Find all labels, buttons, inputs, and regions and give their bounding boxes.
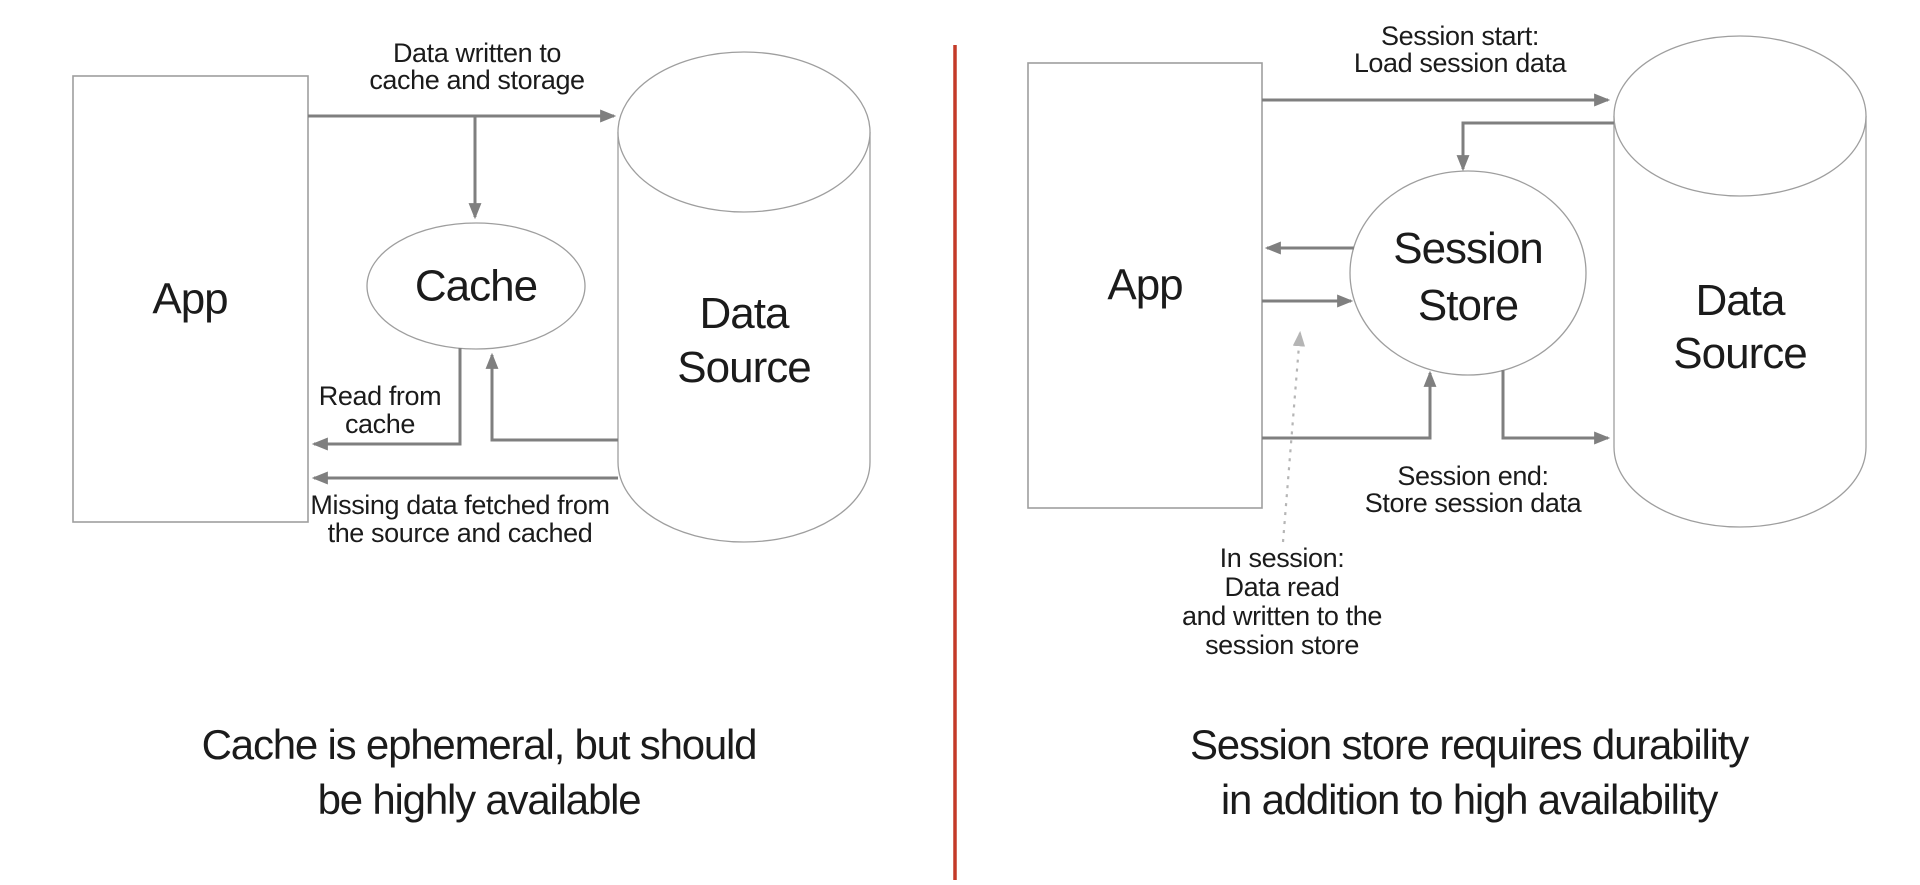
datasource-cylinder-left-top	[617, 51, 871, 213]
left-caption-line1: Cache is ephemeral, but should	[201, 721, 758, 768]
datasource-left-label-line2: Source	[677, 343, 811, 392]
session-start-label-line2: Load session data	[1353, 48, 1567, 78]
read-arrow-label: Read from cache	[318, 381, 442, 439]
in-session-label-line3: and written to the	[1182, 601, 1382, 631]
datasource-cylinder-right-top	[1613, 35, 1867, 197]
left-caption: Cache is ephemeral, but should be highly…	[201, 717, 758, 827]
arrow-app-to-sessionstore-bottom	[1262, 370, 1437, 440]
session-end-label-line1: Session end:	[1397, 461, 1549, 491]
session-store-label-line1: Session	[1393, 224, 1544, 273]
right-caption: Session store requires durability in add…	[1189, 717, 1749, 827]
session-end-label-line2: Store session data	[1364, 488, 1582, 518]
write-arrow-label: Data written to cache and storage	[369, 38, 585, 95]
app-left-label: App	[152, 274, 228, 324]
cache-label: Cache	[414, 261, 538, 311]
in-session-label-line1: In session:	[1219, 543, 1345, 573]
right-caption-line2: in addition to high availability	[1220, 776, 1718, 823]
app-box-right	[1027, 62, 1263, 509]
read-arrow-label-line1: Read from	[318, 381, 442, 411]
in-session-label-line4: session store	[1205, 630, 1359, 660]
session-store-label-line2: Store	[1417, 281, 1519, 330]
cache-ellipse	[366, 222, 586, 350]
in-session-label: In session: Data read and written to the…	[1182, 544, 1382, 660]
arrow-sessionstore-to-datasource	[1501, 370, 1611, 445]
session-start-label-line1: Session start:	[1381, 21, 1539, 51]
session-start-label: Session start: Load session data	[1353, 21, 1567, 78]
write-arrow-label-line1: Data written to	[392, 38, 562, 68]
miss-arrow-label-line2: the source and cached	[327, 518, 593, 548]
datasource-cylinder-left-body	[617, 132, 871, 543]
arrow-datasource-to-sessionstore	[1456, 121, 1614, 172]
session-store-label: Session Store	[1393, 220, 1544, 334]
miss-arrow-label-line1: Missing data fetched from	[310, 490, 610, 520]
arrow-cache-to-app	[311, 348, 462, 451]
app-right-label: App	[1107, 260, 1183, 310]
datasource-right-label-line2: Source	[1673, 329, 1807, 378]
datasource-left-label: Data Source	[677, 287, 811, 395]
read-arrow-label-line2: cache	[344, 409, 416, 439]
arrow-datasource-to-cache	[485, 352, 618, 442]
right-caption-line1: Session store requires durability	[1189, 721, 1749, 768]
datasource-left-label-line1: Data	[699, 289, 790, 338]
session-end-label: Session end: Store session data	[1364, 461, 1582, 518]
miss-arrow-label: Missing data fetched from the source and…	[310, 490, 610, 548]
app-box-left	[72, 75, 309, 523]
write-arrow-label-line2: cache and storage	[369, 65, 585, 95]
in-session-label-line2: Data read	[1224, 572, 1340, 602]
datasource-cylinder-right-body	[1613, 116, 1867, 528]
left-caption-line2: be highly available	[317, 776, 642, 823]
datasource-right-label-line1: Data	[1695, 276, 1786, 325]
datasource-right-label: Data Source	[1673, 274, 1807, 380]
